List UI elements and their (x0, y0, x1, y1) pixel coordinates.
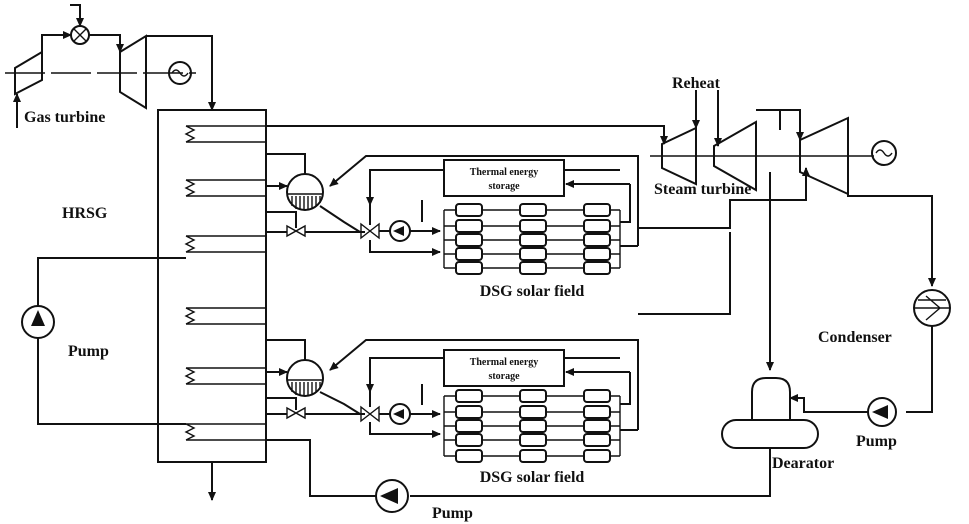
valve-top-mid (360, 222, 380, 240)
gas-turbine (5, 4, 216, 128)
pump-left-label: Pump (68, 343, 109, 360)
thermal-storage-bottom (443, 349, 565, 387)
gas-turbine-label: Gas turbine (24, 109, 105, 126)
gas-turbine-expander (119, 34, 147, 110)
sine-icon (171, 69, 189, 77)
valve-bottom-mid (360, 405, 380, 423)
pump-condenser-label: Pump (856, 433, 897, 450)
sine-icon-st (875, 149, 893, 157)
tes-top-line1: Thermal energy (470, 167, 539, 178)
hrsg-label: HRSG (62, 205, 108, 222)
dsg-collectors-top (443, 203, 621, 275)
compressor (14, 50, 43, 96)
generator-gt (168, 61, 192, 85)
dsg-collectors-bottom (443, 389, 621, 463)
tes-bottom-line1: Thermal energy (470, 357, 539, 368)
thermal-storage-top (443, 159, 565, 197)
solar-module-top: Thermal energy storage (266, 153, 639, 275)
hp-turbine (661, 126, 697, 186)
steam-turbine (650, 90, 897, 196)
tes-top-line2: storage (488, 181, 520, 192)
dearator-label: Dearator (772, 455, 834, 472)
condenser-label: Condenser (818, 329, 892, 346)
hrsg-coils (184, 125, 266, 441)
dsg-field-top-label: DSG solar field (480, 283, 585, 300)
reheat-label: Reheat (672, 75, 721, 92)
dsg-field-bottom-label: DSG solar field (480, 469, 585, 486)
hrsg-box (157, 109, 267, 463)
ip-turbine (713, 120, 757, 192)
pump-bottom-label: Pump (432, 505, 473, 522)
steam-turbine-label: Steam turbine (654, 181, 751, 198)
solar-module-bottom: Thermal energy storage (266, 339, 639, 463)
dearator (721, 377, 819, 449)
generator-st (871, 140, 897, 166)
tes-bottom-line2: storage (488, 371, 520, 382)
